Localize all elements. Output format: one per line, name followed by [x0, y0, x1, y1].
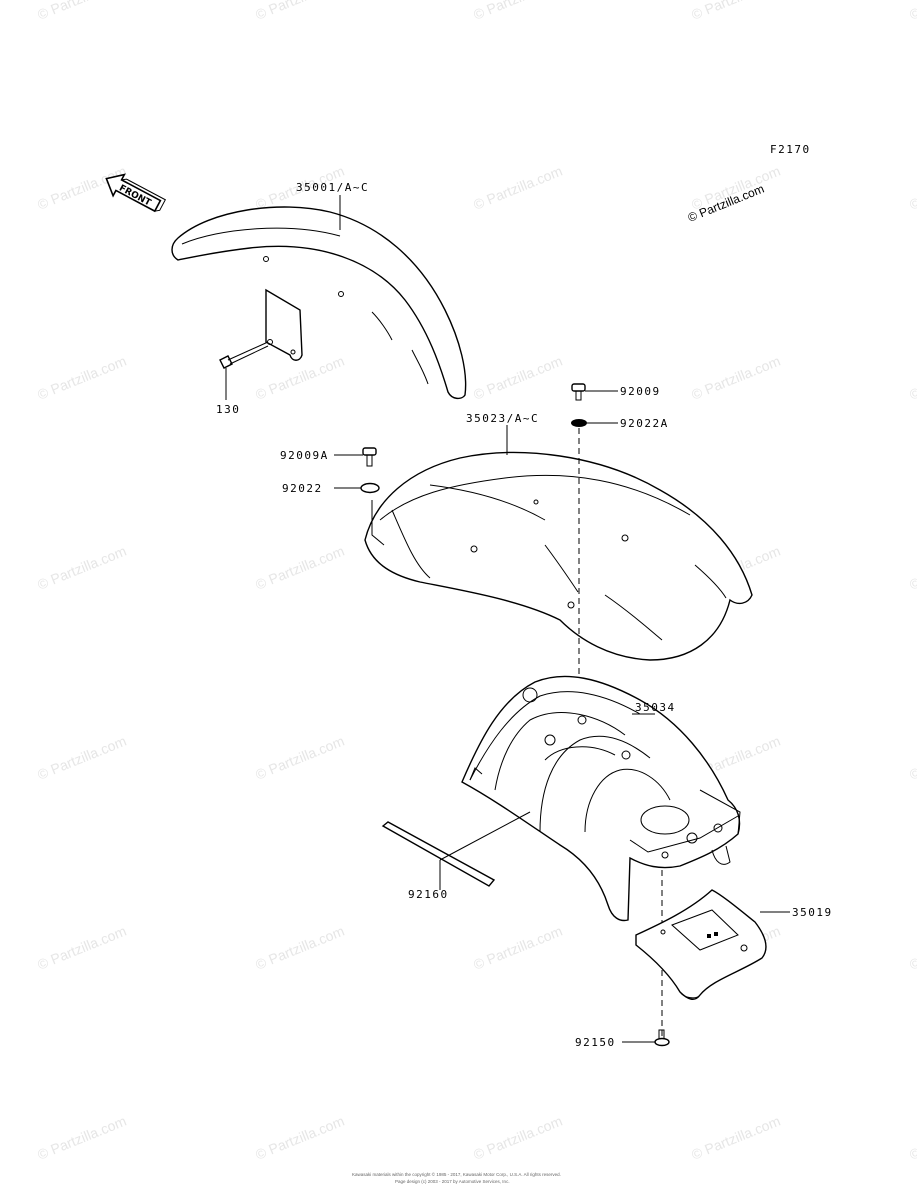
bolt-130-icon: [219, 341, 269, 369]
part-label-92150: 92150: [575, 1036, 616, 1049]
bolt-92009-icon: [571, 383, 586, 401]
watermark-text: © Partzilla.com: [907, 163, 917, 213]
watermark-text: © Partzilla.com: [689, 1113, 782, 1163]
seal-92160-icon: [381, 821, 496, 887]
watermark-text: © Partzilla.com: [907, 543, 917, 593]
part-label-92009A: 92009A: [280, 449, 329, 462]
watermark-text: © Partzilla.com: [471, 923, 564, 973]
watermark-text: © Partzilla.com: [907, 1113, 917, 1163]
watermark-text: © Partzilla.com: [471, 1113, 564, 1163]
watermark-text: © Partzilla.com: [253, 733, 346, 783]
watermark-text: © Partzilla.com: [35, 353, 128, 403]
rear-fender-part: [364, 451, 753, 661]
footer-line-2: Page design (c) 2003 - 2017 by Automotiv…: [395, 1179, 510, 1184]
washer-92022-icon: [360, 482, 380, 494]
part-label-92009: 92009: [620, 385, 661, 398]
watermark-text: © Partzilla.com: [253, 923, 346, 973]
watermark-text: © Partzilla.com: [35, 733, 128, 783]
part-label-35001: 35001/A~C: [296, 181, 369, 194]
watermark-text: © Partzilla.com: [253, 0, 346, 23]
bolt-92150-icon: [654, 1029, 670, 1047]
watermark-text: © Partzilla.com: [907, 353, 917, 403]
watermark-text: © Partzilla.com: [471, 353, 564, 403]
part-label-92022A: 92022A: [620, 417, 669, 430]
part-label-35019: 35019: [792, 906, 833, 919]
rear-fender-inner-part: [461, 675, 741, 922]
part-label-35034: 35034: [635, 701, 676, 714]
watermark-text: © Partzilla.com: [35, 923, 128, 973]
watermark-text: © Partzilla.com: [253, 353, 346, 403]
watermark-text: © Partzilla.com: [689, 0, 782, 23]
watermark-text: © Partzilla.com: [907, 0, 917, 23]
watermark-text: © Partzilla.com: [907, 923, 917, 973]
watermark-text: © Partzilla.com: [689, 353, 782, 403]
watermark-text: © Partzilla.com: [35, 0, 128, 23]
washer-92022A-icon: [571, 419, 587, 427]
front-fender-part: [171, 206, 467, 400]
bracket-35019-part: [635, 889, 767, 1000]
footer-line-1: Kawasaki materials within the copyright …: [352, 1171, 561, 1177]
watermark-text: © Partzilla.com: [907, 733, 917, 783]
part-label-92160: 92160: [408, 888, 449, 901]
bolt-92009A-icon: [362, 447, 377, 467]
part-label-92022: 92022: [282, 482, 323, 495]
figure-code: F2170: [770, 143, 811, 156]
part-label-130: 130: [216, 403, 240, 416]
watermark-text: © Partzilla.com: [253, 1113, 346, 1163]
watermark-text: © Partzilla.com: [471, 163, 564, 213]
watermark-text: © Partzilla.com: [253, 543, 346, 593]
watermark-text: © Partzilla.com: [471, 0, 564, 23]
watermark-text: © Partzilla.com: [35, 543, 128, 593]
watermark-text: © Partzilla.com: [35, 1113, 128, 1163]
part-label-35023: 35023/A~C: [466, 412, 539, 425]
leader-92160-a: [439, 811, 531, 861]
